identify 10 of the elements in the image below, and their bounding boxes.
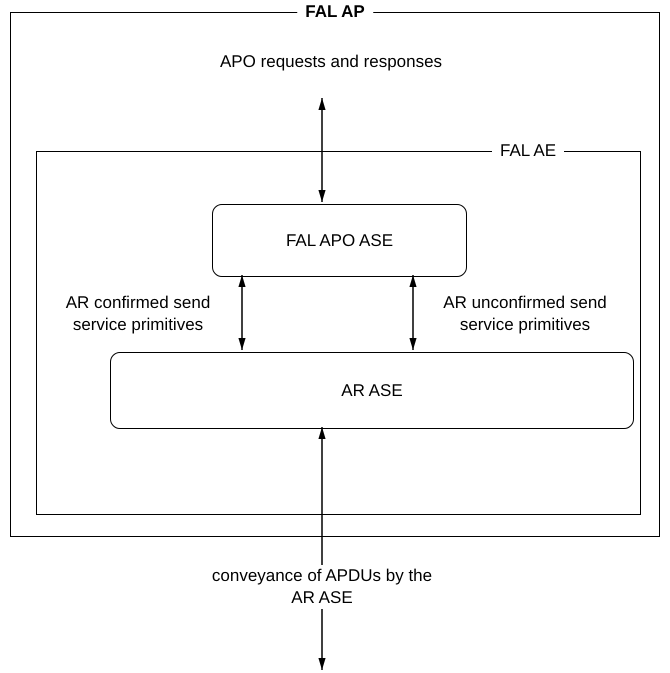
double-arrow xyxy=(409,275,417,350)
edge-label: AR confirmed send service primitives xyxy=(64,292,212,336)
process-box xyxy=(212,204,467,277)
edge-label: AR unconfirmed send service primitives xyxy=(442,292,608,336)
box-label: FAL APO ASE xyxy=(286,230,394,252)
double-arrow xyxy=(238,275,246,350)
flow-text: APO requests and responses xyxy=(131,49,531,75)
process-box xyxy=(110,352,634,429)
double-arrow xyxy=(318,98,326,202)
box-label: AR ASE xyxy=(341,380,403,402)
